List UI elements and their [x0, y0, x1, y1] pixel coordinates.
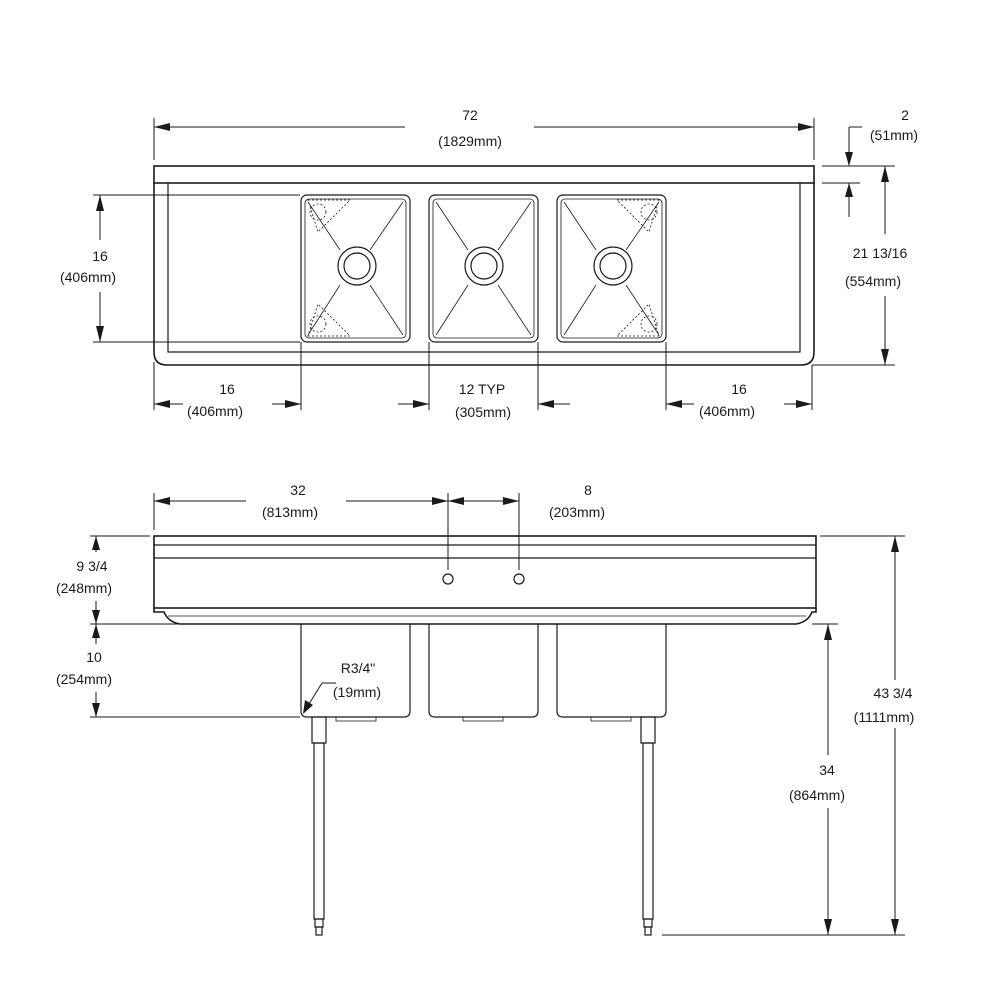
dim-value: 16 [731, 381, 747, 397]
dim-metric: (406mm) [699, 403, 755, 419]
dim-metric: (254mm) [56, 671, 112, 687]
dim-faucet-offset: 32 (813mm) [153, 482, 520, 570]
dim-metric: (554mm) [845, 273, 901, 289]
dim-metric: (51mm) [870, 127, 918, 143]
dim-value: 10 [86, 649, 102, 665]
bowl-3-elevation [556, 624, 667, 718]
dim-bowl-width: 12 TYP (305mm) [398, 342, 570, 420]
dim-value: 72 [462, 107, 478, 123]
dim-metric: (1111mm) [854, 709, 915, 725]
dim-value: 32 [290, 482, 306, 498]
bowl-1-plan [300, 194, 411, 343]
dim-value: 9 3/4 [76, 558, 107, 574]
faucet-hole [442, 573, 454, 585]
dim-metric: (406mm) [60, 269, 116, 285]
dim-corner-radius: R3/4" (19mm) [303, 660, 381, 714]
left-leg [311, 716, 327, 936]
dim-value: 21 13/16 [853, 245, 908, 261]
elevation-apron [153, 608, 817, 625]
dim-bowl-front-to-back: 16 (406mm) [60, 194, 300, 343]
plan-sink-outline [153, 183, 815, 366]
dim-overall-length: 72 (1829mm) [153, 107, 815, 160]
drain-icon [464, 246, 504, 286]
dim-value: 34 [819, 762, 835, 778]
dim-value: 16 [92, 248, 108, 264]
bowl-3-plan [556, 194, 667, 343]
plan-view: 72 (1829mm) 2 (51mm) 21 13/16 (554mm) [60, 107, 918, 420]
dim-rim-height: 34 (864mm) [662, 623, 905, 936]
dim-metric: (864mm) [789, 787, 845, 803]
dim-overall-depth: 21 13/16 (554mm) [812, 165, 908, 366]
dim-overall-height: 43 3/4 (1111mm) [820, 535, 915, 935]
plan-drainboard-inner-edge [167, 183, 801, 353]
elevation-view: 32 (813mm) 8 (203mm) 9 3/4 (248mm) [56, 482, 915, 936]
drain-icon [593, 246, 633, 286]
dim-backsplash-total: 9 3/4 (248mm) [56, 535, 300, 625]
dim-value: 8 [584, 482, 592, 498]
dim-right-drainboard: 16 (406mm) [665, 342, 813, 419]
dim-metric: (305mm) [455, 404, 511, 420]
dim-metric: (406mm) [187, 403, 243, 419]
dim-left-drainboard: 16 (406mm) [153, 342, 302, 419]
dim-metric: (203mm) [549, 504, 605, 520]
elevation-backsplash [153, 535, 817, 609]
bowl-2-elevation [428, 624, 539, 718]
dim-metric: (19mm) [333, 684, 381, 700]
bowl-2-plan [428, 194, 539, 343]
drain-icon [337, 246, 377, 286]
dim-value: 16 [219, 381, 235, 397]
dim-metric: (813mm) [262, 504, 318, 520]
dim-value: R3/4" [341, 660, 376, 676]
dim-bowl-depth: 10 (254mm) [56, 624, 300, 718]
faucet-hole [513, 573, 525, 585]
dim-value: 12 TYP [459, 381, 505, 397]
dim-faucet-centers: 8 (203mm) [448, 482, 605, 520]
dim-value: 43 3/4 [874, 685, 913, 701]
dim-backsplash-height: 2 (51mm) [822, 107, 918, 217]
dim-value: 2 [901, 107, 909, 123]
plan-backsplash [153, 165, 815, 184]
dim-metric: (248mm) [56, 580, 112, 596]
right-leg [640, 716, 656, 936]
dim-metric: (1829mm) [438, 133, 502, 149]
